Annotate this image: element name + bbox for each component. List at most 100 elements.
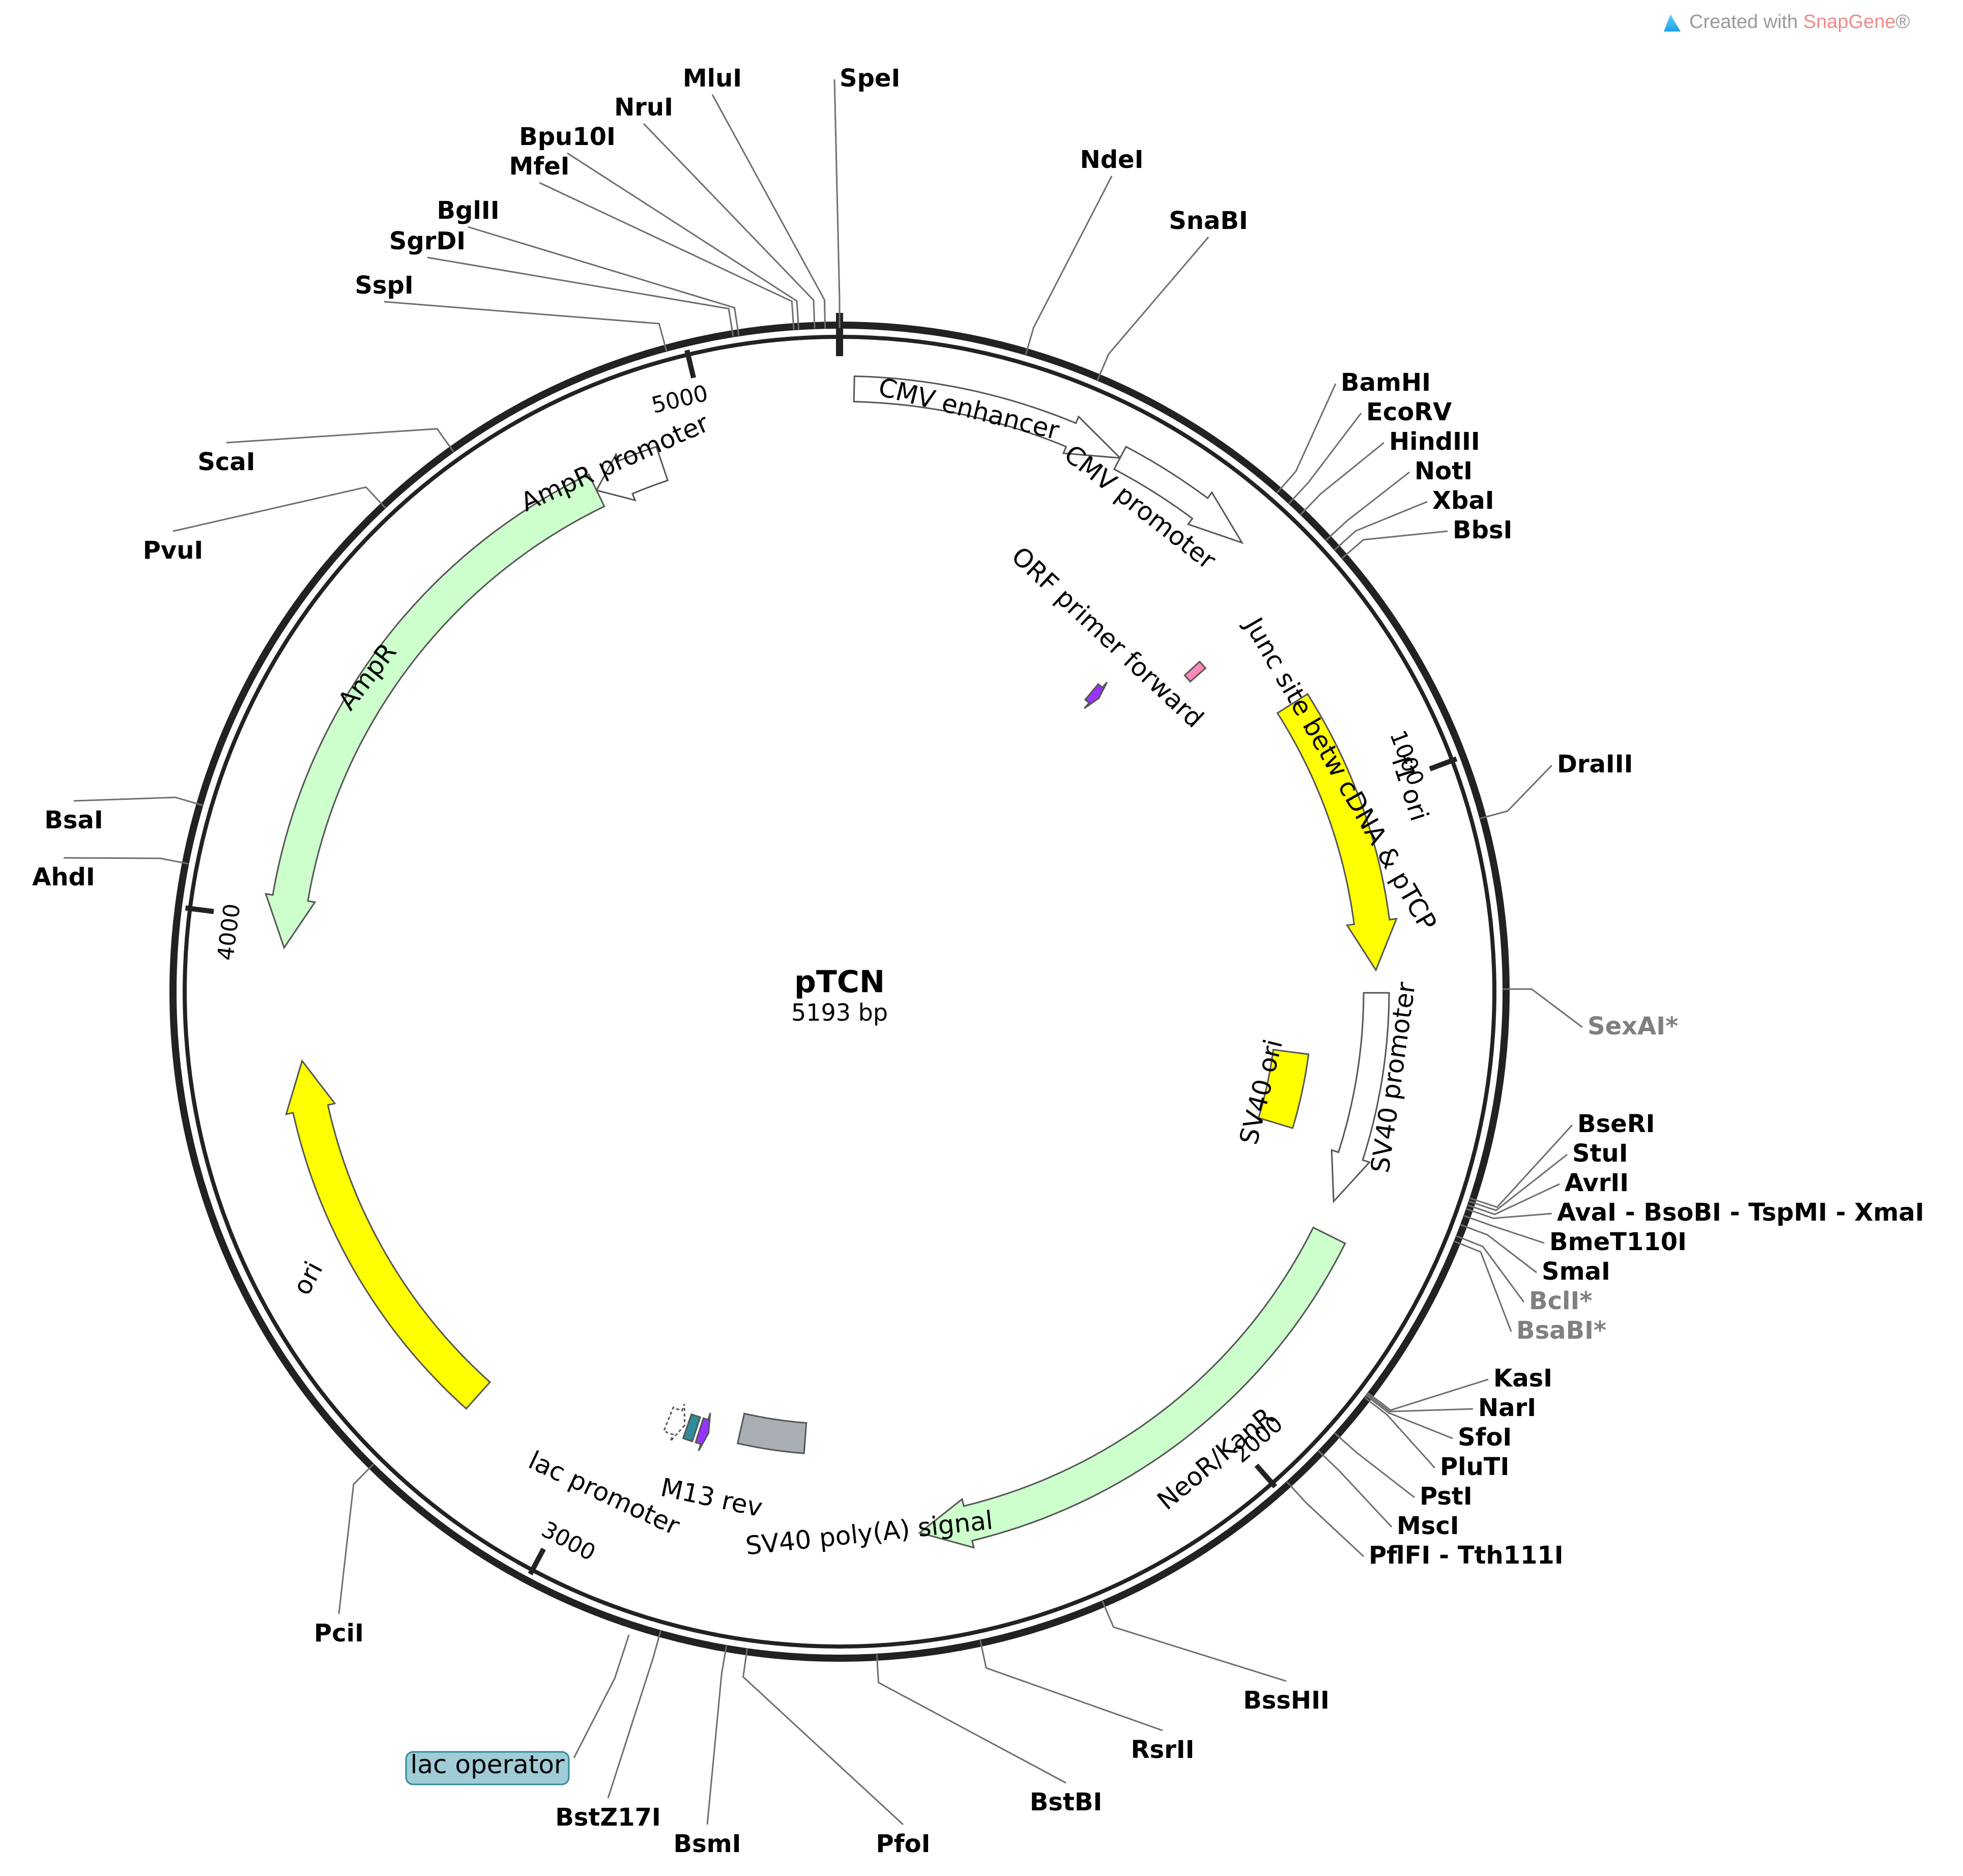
feature-ampr[interactable] <box>265 473 605 949</box>
site-label-bmet110i[interactable]: BmeT110I <box>1549 1228 1687 1256</box>
site-label-bpu10i[interactable]: Bpu10I <box>519 123 616 151</box>
feature-sv40-ori[interactable] <box>1257 1049 1310 1130</box>
site-leader-bpu10i <box>567 152 800 330</box>
feature-neor-kanr[interactable] <box>918 1226 1346 1549</box>
site-leader-sspi <box>384 301 668 352</box>
site-label-bsai[interactable]: BsaI <box>44 806 103 834</box>
site-leader-ecorv <box>1288 413 1362 504</box>
site-label-pflfi-tth111i[interactable]: PflFI - Tth111I <box>1369 1541 1564 1570</box>
site-label-sexai[interactable]: SexAI* <box>1587 1012 1678 1041</box>
site-label-sspi[interactable]: SspI <box>355 271 413 300</box>
feature-label-ampr-promoter: AmpR promoter <box>516 408 713 517</box>
site-leader-nari <box>1366 1393 1474 1412</box>
feature-ampr-promoter[interactable] <box>595 446 669 502</box>
site-label-spei[interactable]: SpeI <box>840 64 900 93</box>
site-leader-bsabi <box>1454 1240 1512 1332</box>
site-leader-bamhi <box>1276 383 1337 494</box>
site-leader-pluti <box>1364 1397 1436 1469</box>
site-label-nrui[interactable]: NruI <box>614 93 673 122</box>
site-leader-pflfi-tth111i <box>1286 1481 1365 1557</box>
feature-sv40-promoter[interactable] <box>1331 992 1390 1203</box>
site-label-mfei[interactable]: MfeI <box>509 152 569 181</box>
site-leader-bsai <box>73 796 203 806</box>
site-label-msci[interactable]: MscI <box>1397 1512 1459 1540</box>
feature-sv40-poly-a-signal[interactable] <box>736 1412 807 1454</box>
site-label-bsabi[interactable]: BsaBI* <box>1516 1316 1606 1345</box>
site-leader-sfoi <box>1365 1395 1453 1439</box>
site-label-psti[interactable]: PstI <box>1420 1482 1473 1511</box>
site-label-stui[interactable]: StuI <box>1572 1139 1628 1168</box>
site-label-snabi[interactable]: SnaBI <box>1169 207 1248 235</box>
site-leader-hindiii <box>1300 442 1384 515</box>
feature-label-orf-primer-forward: ORF primer forward <box>1006 541 1209 733</box>
site-label-xbai[interactable]: XbaI <box>1432 486 1494 515</box>
site-leader-kasi <box>1367 1378 1489 1411</box>
site-leader-xbai <box>1334 501 1428 551</box>
site-label-ecorv[interactable]: EcoRV <box>1366 398 1452 426</box>
site-leader-avrii <box>1467 1183 1560 1216</box>
site-label-sfoi[interactable]: SfoI <box>1458 1423 1512 1452</box>
site-label-bsshii[interactable]: BssHII <box>1243 1686 1330 1715</box>
feature-cmv-enhancer[interactable] <box>853 375 1122 459</box>
feature-lac-operator[interactable] <box>682 1413 702 1442</box>
feature-m13-rev[interactable] <box>695 1412 711 1452</box>
feature-label-sv40-poly-a-signal: SV40 poly(A) signal <box>744 1506 994 1561</box>
feature-junc-site-betw-cdna-ptcp[interactable] <box>1183 660 1207 683</box>
site-leader-scai <box>226 428 454 453</box>
site-label-bglii[interactable]: BglII <box>437 196 499 225</box>
site-leader-mlui <box>711 94 826 329</box>
site-label-draiii[interactable]: DraIII <box>1557 750 1633 778</box>
site-leader-spei <box>833 79 841 328</box>
tick-mark-2000 <box>1254 1463 1277 1489</box>
site-label-pfoi[interactable]: PfoI <box>876 1830 931 1858</box>
site-label-mlui[interactable]: MluI <box>683 64 742 93</box>
site-label-bstz17i[interactable]: BstZ17I <box>555 1803 661 1832</box>
site-label-bbsi[interactable]: BbsI <box>1453 516 1512 544</box>
leader-layer <box>63 79 1583 1826</box>
site-leader-snabi <box>1096 237 1209 381</box>
site-label-pluti[interactable]: PluTI <box>1440 1453 1509 1481</box>
credit-text: Created with SnapGene® <box>1689 11 1910 33</box>
site-label-pvui[interactable]: PvuI <box>143 536 204 565</box>
site-leader-ahdi <box>63 857 189 865</box>
feature-lac-promoter[interactable] <box>662 1403 686 1442</box>
site-label-bcli[interactable]: BclI* <box>1529 1287 1592 1315</box>
feature-cmv-promoter[interactable] <box>1113 445 1244 544</box>
site-label-bamhi[interactable]: BamHI <box>1341 368 1431 397</box>
site-leader-bstz17i <box>607 1630 662 1799</box>
feature-f1-ori[interactable] <box>1276 692 1398 972</box>
lac-operator-leader <box>573 1634 630 1758</box>
site-leader-mfei <box>539 182 795 330</box>
site-leader-stui <box>1468 1153 1568 1211</box>
site-label-nari[interactable]: NarI <box>1478 1394 1536 1422</box>
snapgene-logo-icon <box>1664 14 1681 32</box>
site-label-scai[interactable]: ScaI <box>197 448 255 476</box>
site-label-avrii[interactable]: AvrII <box>1565 1169 1629 1197</box>
site-label-avai-bsobi-tspmi-xmai[interactable]: AvaI - BsoBI - TspMI - XmaI <box>1557 1198 1924 1227</box>
feature-ori[interactable] <box>285 1059 492 1410</box>
site-label-smai[interactable]: SmaI <box>1542 1257 1610 1286</box>
tick-label: 4000 <box>213 902 246 962</box>
site-label-rsrii[interactable]: RsrII <box>1131 1736 1195 1764</box>
site-label-bsmi[interactable]: BsmI <box>673 1830 741 1858</box>
site-leader-msci <box>1318 1450 1393 1528</box>
feature-orf-primer-forward[interactable] <box>1084 681 1108 709</box>
site-label-bstbi[interactable]: BstBI <box>1030 1788 1103 1816</box>
site-label-ndei[interactable]: NdeI <box>1080 146 1144 174</box>
site-label-kasi[interactable]: KasI <box>1493 1364 1552 1393</box>
site-label-noti[interactable]: NotI <box>1414 457 1473 485</box>
site-label-sgrdi[interactable]: SgrDI <box>389 227 466 255</box>
site-leader-bglii <box>468 226 740 336</box>
site-leader-pfoi <box>742 1649 904 1826</box>
site-leader-bmet110i <box>1463 1215 1545 1244</box>
site-leader-bcli <box>1456 1235 1525 1303</box>
site-leader-smai <box>1460 1224 1537 1274</box>
feature-label-f1-ori: f1 ori <box>1385 753 1434 825</box>
site-label-bseri[interactable]: BseRI <box>1577 1110 1655 1138</box>
site-label-ahdi[interactable]: AhdI <box>32 863 95 891</box>
site-label-hindiii[interactable]: HindIII <box>1389 427 1480 456</box>
site-label-pcii[interactable]: PciI <box>314 1619 364 1648</box>
site-leader-bsmi <box>706 1645 728 1825</box>
